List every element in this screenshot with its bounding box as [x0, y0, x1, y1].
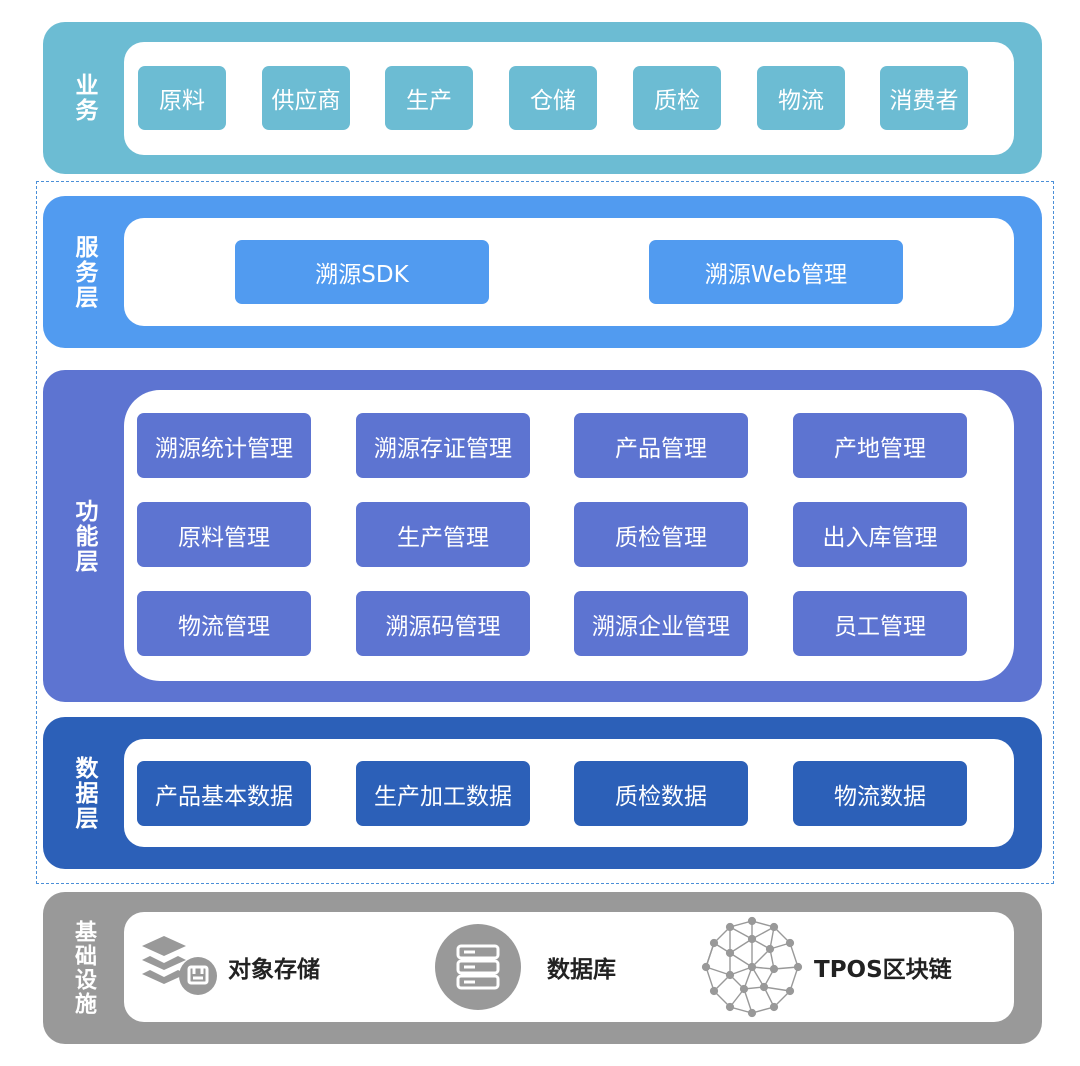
service-layer: 服务层 溯源SDK 溯源Web管理 — [43, 196, 1042, 348]
database-icon — [433, 922, 523, 1012]
object-storage-icon — [138, 932, 220, 1002]
business-item: 质检 — [633, 66, 721, 130]
business-layer: 业务 原料 供应商 生产 仓储 质检 物流 消费者 — [43, 22, 1042, 174]
service-item: 溯源Web管理 — [649, 240, 903, 304]
infrastructure-layer-label: 基础设施 — [71, 920, 96, 1016]
function-item: 原料管理 — [137, 502, 311, 567]
data-layer-label: 数据层 — [71, 755, 97, 831]
infra-label: TPOS区块链 — [814, 957, 952, 983]
business-item: 物流 — [757, 66, 845, 130]
data-layer: 数据层 产品基本数据 生产加工数据 质检数据 物流数据 — [43, 717, 1042, 869]
business-item: 仓储 — [509, 66, 597, 130]
function-item: 溯源码管理 — [356, 591, 530, 656]
infrastructure-layer: 基础设施 对象存储 — [43, 892, 1042, 1044]
function-item: 出入库管理 — [793, 502, 967, 567]
data-item: 产品基本数据 — [137, 761, 311, 826]
function-item: 质检管理 — [574, 502, 748, 567]
function-item: 产品管理 — [574, 413, 748, 478]
blockchain-network-icon — [700, 915, 804, 1019]
infra-label: 数据库 — [547, 957, 616, 983]
business-item: 消费者 — [880, 66, 968, 130]
infra-item-blockchain: TPOS区块链 — [700, 912, 952, 1022]
function-item: 物流管理 — [137, 591, 311, 656]
business-item: 供应商 — [262, 66, 350, 130]
data-item: 质检数据 — [574, 761, 748, 826]
function-item: 溯源统计管理 — [137, 413, 311, 478]
function-item: 溯源企业管理 — [574, 591, 748, 656]
data-layer-panel: 产品基本数据 生产加工数据 质检数据 物流数据 — [124, 739, 1014, 847]
data-item: 物流数据 — [793, 761, 967, 826]
function-item: 溯源存证管理 — [356, 413, 530, 478]
infrastructure-layer-panel: 对象存储 数据库 — [124, 912, 1014, 1022]
business-item: 生产 — [385, 66, 473, 130]
business-layer-panel: 原料 供应商 生产 仓储 质检 物流 消费者 — [124, 42, 1014, 155]
infra-item-database: 数据库 — [433, 912, 616, 1022]
function-item: 生产管理 — [356, 502, 530, 567]
service-item: 溯源SDK — [235, 240, 489, 304]
infra-label: 对象存储 — [228, 957, 320, 983]
infra-item-object-storage: 对象存储 — [138, 912, 320, 1022]
service-layer-panel: 溯源SDK 溯源Web管理 — [124, 218, 1014, 326]
platform-group-frame — [36, 181, 1054, 884]
function-item: 员工管理 — [793, 591, 967, 656]
function-layer-panel: 溯源统计管理 溯源存证管理 产品管理 产地管理 原料管理 生产管理 质检管理 出… — [124, 390, 1014, 681]
function-layer: 功能层 溯源统计管理 溯源存证管理 产品管理 产地管理 原料管理 生产管理 质检… — [43, 370, 1042, 702]
function-item: 产地管理 — [793, 413, 967, 478]
function-layer-label: 功能层 — [71, 498, 97, 574]
data-item: 生产加工数据 — [356, 761, 530, 826]
service-layer-label: 服务层 — [71, 234, 97, 310]
business-item: 原料 — [138, 66, 226, 130]
business-layer-label: 业务 — [71, 73, 97, 123]
